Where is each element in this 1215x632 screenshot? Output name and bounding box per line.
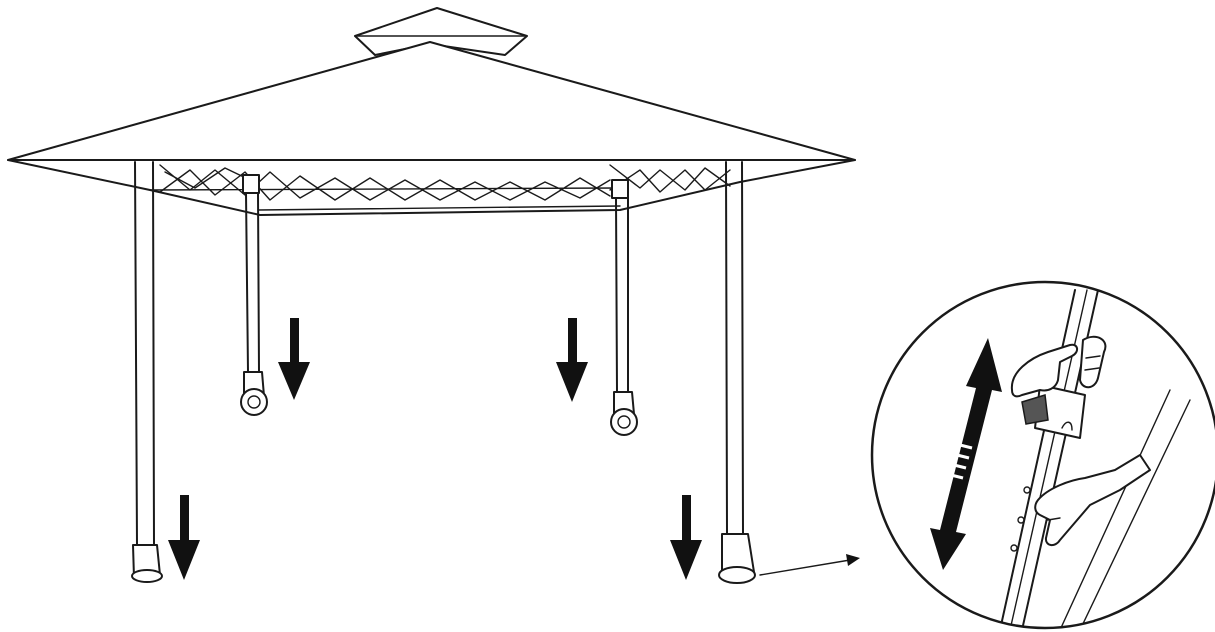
down-arrow-icon xyxy=(168,495,200,580)
hand-icon xyxy=(1010,335,1107,398)
back-left-leg xyxy=(240,174,268,416)
canopy-skirt xyxy=(7,159,856,216)
down-arrow-icon xyxy=(278,318,310,400)
canopy-roof xyxy=(7,41,856,161)
front-right-leg xyxy=(718,161,756,584)
hand-icon xyxy=(1034,454,1151,546)
detail-pointer-arrow xyxy=(759,554,860,576)
down-arrow-icon xyxy=(556,318,588,402)
up-down-arrow-icon xyxy=(930,338,1002,570)
front-left-leg xyxy=(131,161,163,583)
back-right-leg xyxy=(610,179,638,436)
down-arrow-icon xyxy=(670,495,702,580)
leg-adjust-detail xyxy=(870,280,1215,630)
vent-cap xyxy=(354,7,528,56)
